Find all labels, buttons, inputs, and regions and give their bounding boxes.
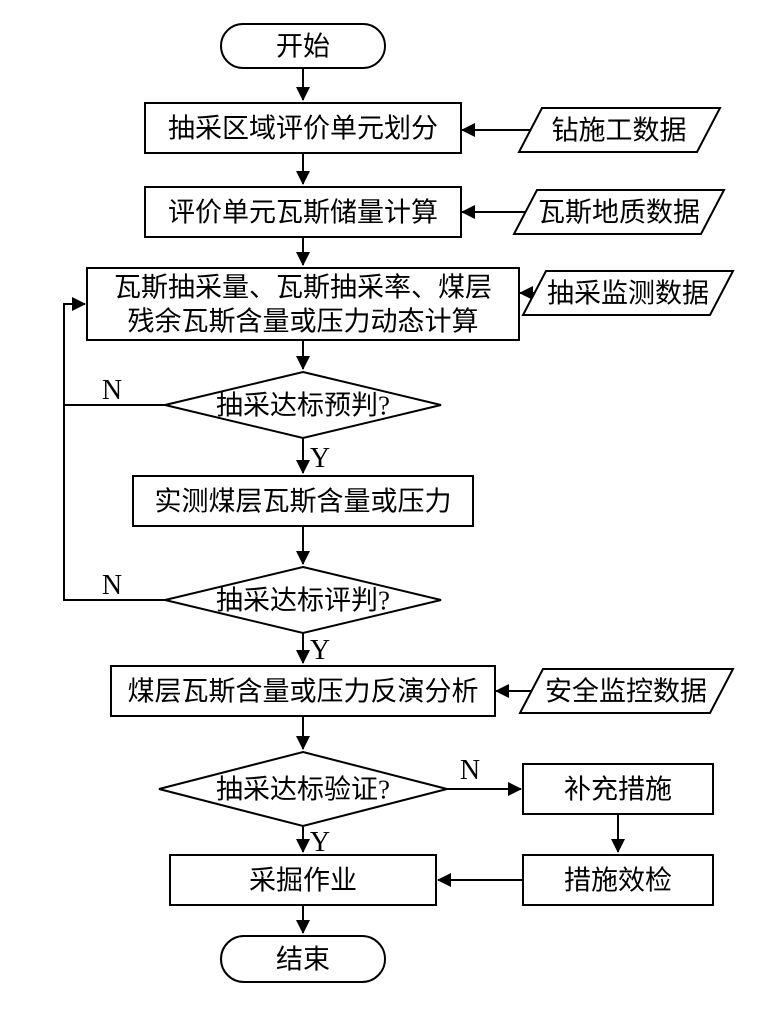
node-supplement: 补充措施 xyxy=(522,763,714,815)
input-geology-data: 瓦斯地质数据 xyxy=(512,189,726,235)
verify-label: 抽采达标验证? xyxy=(216,774,390,804)
supplement-label: 补充措施 xyxy=(564,774,672,804)
unit-division-shape xyxy=(144,102,462,154)
inversion-shape xyxy=(110,665,496,717)
geology-data-shape xyxy=(512,189,726,235)
unit-division-label: 抽采区域评价单元划分 xyxy=(168,113,438,143)
drilling-data-shape xyxy=(517,107,722,153)
connector-evaluate-no-loop xyxy=(63,297,165,601)
label-evaluate-no: N xyxy=(102,570,122,601)
label-prejudge-yes: Y xyxy=(310,443,330,474)
effect-check-label: 措施效检 xyxy=(564,865,672,895)
supplement-shape xyxy=(522,763,714,815)
geology-data-label: 瓦斯地质数据 xyxy=(538,197,700,227)
node-effect-check: 措施效检 xyxy=(522,854,714,906)
safety-data-label: 安全监控数据 xyxy=(545,676,707,706)
label-verify-no: N xyxy=(460,755,480,786)
monitoring-data-label: 抽采监测数据 xyxy=(547,278,709,308)
mining-label: 采掘作业 xyxy=(249,865,357,895)
connectors xyxy=(63,68,625,934)
safety-data-shape xyxy=(518,668,735,714)
decision-verify: 抽采达标验证? xyxy=(158,750,448,828)
reserve-calc-label: 评价单元瓦斯储量计算 xyxy=(168,197,438,227)
reserve-calc-shape xyxy=(144,186,462,238)
measured-shape xyxy=(132,475,474,527)
node-unit-division: 抽采区域评价单元划分 xyxy=(144,102,462,154)
label-evaluate-yes: Y xyxy=(310,635,330,666)
node-mining: 采掘作业 xyxy=(169,854,437,906)
input-drilling-data: 钻施工数据 xyxy=(517,107,722,153)
dynamic-calc-shape xyxy=(86,267,520,341)
node-reserve-calc: 评价单元瓦斯储量计算 xyxy=(144,186,462,238)
node-measured: 实测煤层瓦斯含量或压力 xyxy=(132,475,474,527)
start-terminal-label: 开始 xyxy=(276,31,330,61)
prejudge-shape xyxy=(164,370,442,440)
label-verify-yes: Y xyxy=(310,827,330,858)
monitoring-data-shape xyxy=(521,270,735,316)
dynamic-calc-label-line1: 瓦斯抽采量、瓦斯抽采率、煤层 xyxy=(114,272,492,302)
prejudge-label: 抽采达标预判? xyxy=(216,390,390,420)
effect-check-shape xyxy=(522,854,714,906)
node-end-terminal: 结束 xyxy=(220,935,386,983)
input-safety-data: 安全监控数据 xyxy=(518,668,735,714)
evaluate-label: 抽采达标评判? xyxy=(216,585,390,615)
start-terminal-shape xyxy=(220,23,386,69)
end-terminal-label: 结束 xyxy=(276,944,330,974)
node-inversion: 煤层瓦斯含量或压力反演分析 xyxy=(110,665,496,717)
decision-prejudge: 抽采达标预判? xyxy=(164,370,442,440)
branch-labels: N Y N Y N Y xyxy=(102,375,480,858)
drilling-data-label: 钻施工数据 xyxy=(552,115,687,145)
evaluate-shape xyxy=(164,565,442,635)
measured-label: 实测煤层瓦斯含量或压力 xyxy=(155,486,452,516)
verify-shape xyxy=(158,750,448,828)
input-monitoring-data: 抽采监测数据 xyxy=(521,270,735,316)
node-dynamic-calc: 瓦斯抽采量、瓦斯抽采率、煤层 残余瓦斯含量或压力动态计算 xyxy=(86,267,520,341)
node-start-terminal: 开始 xyxy=(220,23,386,69)
mining-shape xyxy=(169,854,437,906)
label-prejudge-no: N xyxy=(102,375,122,406)
inversion-label: 煤层瓦斯含量或压力反演分析 xyxy=(128,676,479,706)
end-terminal-shape xyxy=(220,935,386,983)
decision-evaluate: 抽采达标评判? xyxy=(164,565,442,635)
dynamic-calc-label-line2: 残余瓦斯含量或压力动态计算 xyxy=(128,306,479,336)
